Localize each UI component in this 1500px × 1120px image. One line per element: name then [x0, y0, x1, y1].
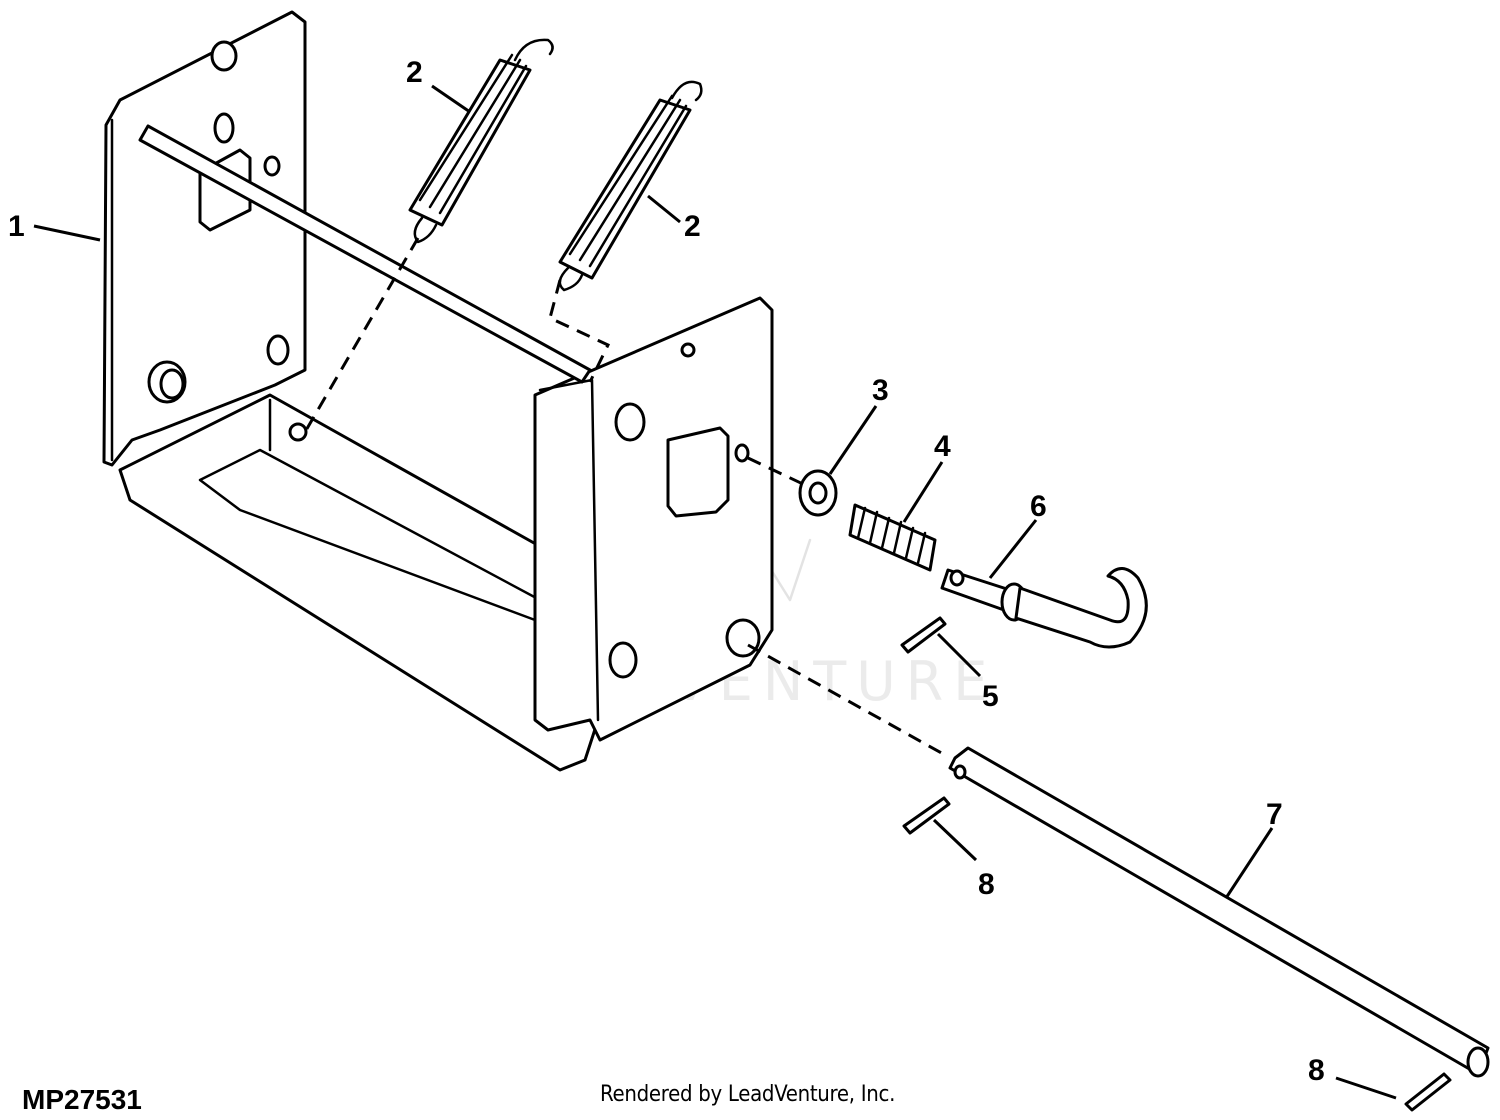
leader-line [1224, 827, 1274, 899]
bracket-hole [608, 641, 638, 679]
assembly-line [747, 643, 946, 757]
leader-line [1335, 1076, 1397, 1100]
rod-part-7 [948, 746, 1490, 1078]
callouts: 1 2 2 3 4 5 6 7 8 8 [8, 56, 1325, 1087]
callout-5: 5 [982, 680, 999, 713]
rod [948, 746, 1490, 1076]
cotter-pin-part-5 [900, 616, 947, 654]
callout-8: 8 [1308, 1054, 1325, 1087]
cotter-pin-part-8b [1404, 1072, 1452, 1112]
leader-line [932, 818, 978, 862]
bracket-hole [725, 618, 761, 658]
bracket-hole [734, 443, 750, 463]
bracket-boss [614, 402, 646, 442]
bracket-boss-bore [159, 368, 185, 400]
callout-6: 6 [1030, 490, 1047, 523]
hook-rod-hook [1014, 567, 1148, 649]
spring-hook-top [670, 80, 703, 102]
spring-coils [418, 53, 528, 215]
assembly-line [747, 456, 806, 487]
figure-id: MP27531 [22, 1084, 142, 1115]
bracket-cross-rod [138, 124, 592, 384]
compression-spring [848, 503, 937, 572]
callout-8: 8 [978, 868, 995, 901]
bracket-hole [266, 334, 290, 366]
render-credit: Rendered by LeadVenture, Inc. [600, 1082, 896, 1107]
rod-hole [953, 764, 967, 780]
compression-spring-part-4 [848, 503, 937, 572]
callout-3: 3 [872, 374, 889, 407]
leader-line [647, 194, 681, 224]
bracket-left-plate [102, 10, 307, 467]
hook-rod-part-6 [940, 567, 1148, 649]
callout-2: 2 [406, 56, 423, 89]
leader-line [902, 461, 944, 523]
leader-line [828, 405, 878, 475]
spring-coils [568, 94, 688, 268]
leader-lines [33, 84, 1397, 1100]
bracket-hole [288, 422, 308, 442]
leader-line [33, 224, 101, 242]
spring-part-2b [558, 80, 703, 292]
callout-2: 2 [684, 210, 701, 243]
washer-hole [808, 481, 828, 505]
bracket-right-slot [666, 426, 730, 518]
compression-spring-coils [856, 506, 927, 565]
callout-1: 1 [8, 210, 25, 243]
assembly-line [548, 279, 611, 383]
bracket-hole [680, 342, 696, 358]
cotter-pin [1404, 1072, 1452, 1112]
spring-part-2a [408, 38, 554, 244]
leader-line [431, 84, 471, 114]
callout-7: 7 [1266, 798, 1283, 831]
assembly-lines [303, 237, 946, 757]
cotter-pin [902, 796, 951, 835]
bracket-hole [210, 40, 238, 72]
spring-hook-bottom [558, 266, 584, 292]
bracket-bottom-channel [118, 393, 602, 772]
bracket-right-plate [533, 296, 774, 742]
spring-hook-bottom [413, 216, 438, 244]
leader-line [988, 519, 1038, 579]
assembly-line [303, 237, 420, 433]
bracket-part-1 [102, 10, 774, 772]
spring-hook-top [513, 38, 554, 62]
cotter-pin [900, 616, 947, 654]
callout-4: 4 [934, 430, 951, 463]
rod-end [1466, 1046, 1490, 1078]
hook-rod-hole [949, 569, 965, 587]
bracket-hole [213, 112, 235, 144]
leader-line [936, 632, 982, 678]
cotter-pin-part-8a [902, 796, 951, 835]
washer-part-3 [798, 469, 838, 517]
bracket-hole [263, 155, 281, 177]
